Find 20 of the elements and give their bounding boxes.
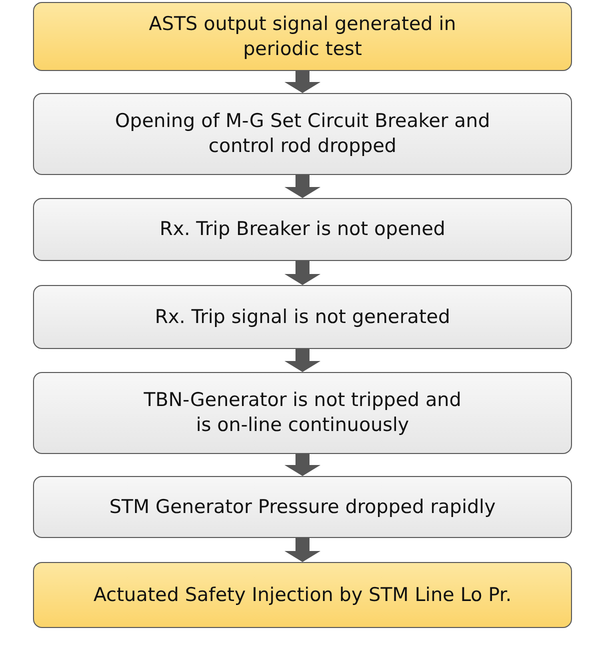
arrow <box>284 71 320 93</box>
step-text: Rx. Trip Breaker is not opened <box>158 217 446 242</box>
process-box <box>33 198 572 261</box>
highlighted-step-box <box>33 562 572 628</box>
step-text: ASTS output signal generated in periodic test <box>148 12 458 62</box>
highlighted-step-box <box>33 2 572 71</box>
step-text: Opening of M-G Set Circuit Breaker and control rod dropped <box>114 109 492 159</box>
process-box <box>33 93 572 175</box>
process-box <box>33 476 572 538</box>
step-text: Rx. Trip signal is not generated <box>154 304 452 330</box>
arrow <box>284 538 320 562</box>
step-text: Actuated Safety Injection by STM Line Lo Pr. <box>92 582 513 608</box>
arrow <box>284 175 320 198</box>
step-text: STM Generator Pressure dropped rapidly <box>108 494 497 520</box>
arrow <box>284 349 320 372</box>
process-box <box>33 372 572 454</box>
arrow <box>284 261 320 285</box>
process-box <box>33 285 572 349</box>
arrow <box>284 454 320 476</box>
step-text: TBN-Generator is not tripped and is on-line continuously <box>142 388 462 438</box>
